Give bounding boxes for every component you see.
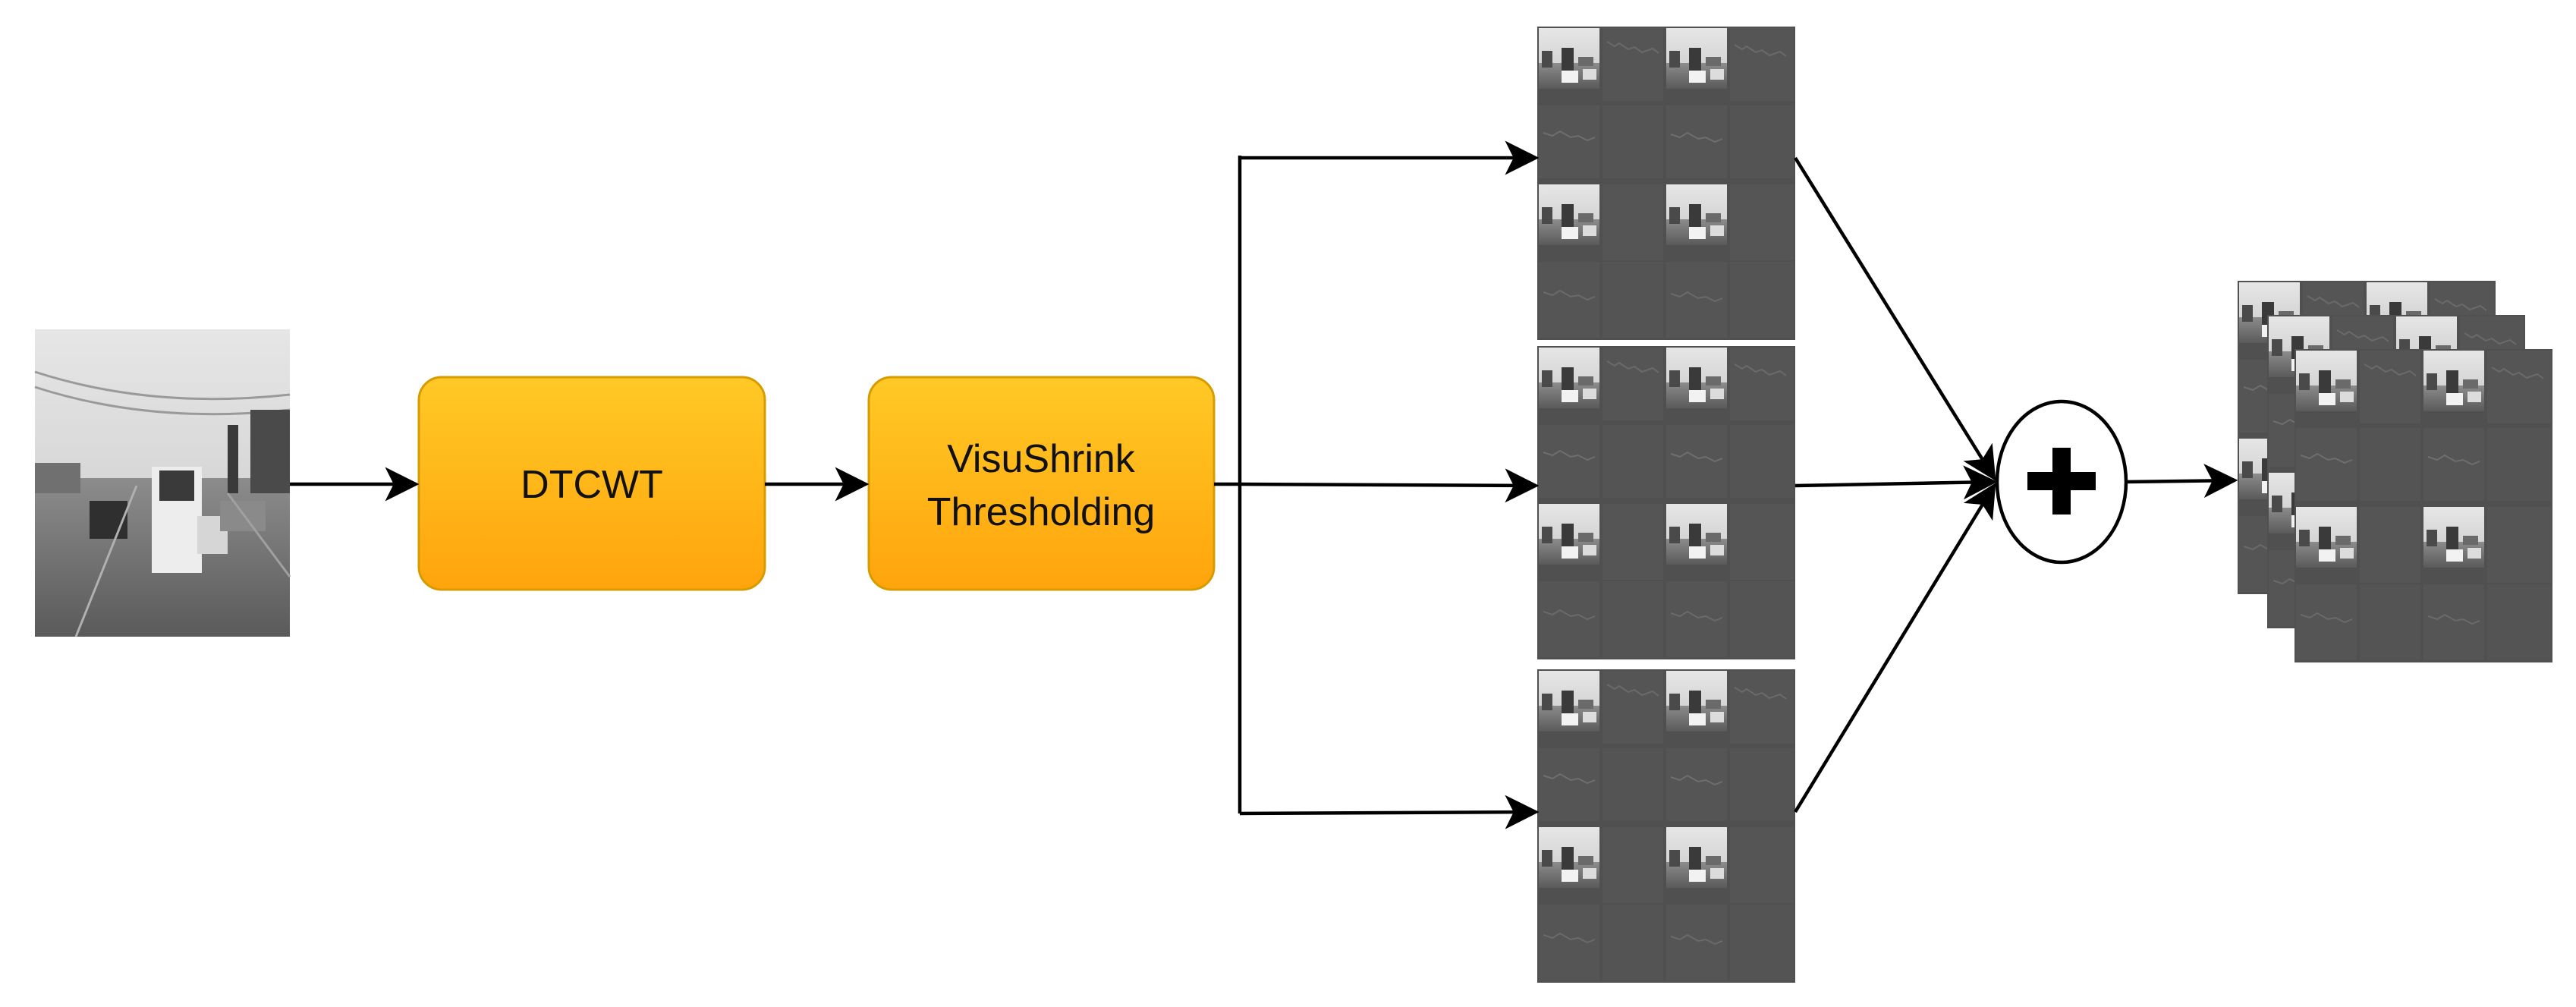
subband-image-3 (1537, 669, 1795, 983)
arrow-subband-2-to-sum (1794, 465, 1998, 500)
input-image (34, 329, 291, 637)
arrow-branch-to-subband-2 (1239, 468, 1540, 503)
arrow-subband-3-to-sum (1794, 483, 1996, 813)
arrow-sum-to-output (2125, 464, 2238, 499)
visushrink-label-line2: Thresholding (927, 490, 1156, 534)
arrow-subband-1-to-sum (1794, 156, 1996, 481)
arrow-branch-to-subband-3 (1239, 795, 1540, 829)
edges (290, 140, 2238, 829)
output-stack (2238, 281, 2552, 662)
output-image-3 (2294, 349, 2552, 662)
visushrink-label-line1: VisuShrink (947, 437, 1136, 481)
dtcwt-label: DTCWT (521, 463, 663, 507)
dtcwt-box: DTCWT (417, 376, 766, 591)
visushrink-box: VisuShrink Thresholding (867, 376, 1216, 591)
plus-icon-vertical (2052, 448, 2071, 515)
sum-node (1995, 399, 2128, 565)
subband-image-2 (1537, 346, 1795, 659)
subband-image-1 (1537, 27, 1795, 340)
